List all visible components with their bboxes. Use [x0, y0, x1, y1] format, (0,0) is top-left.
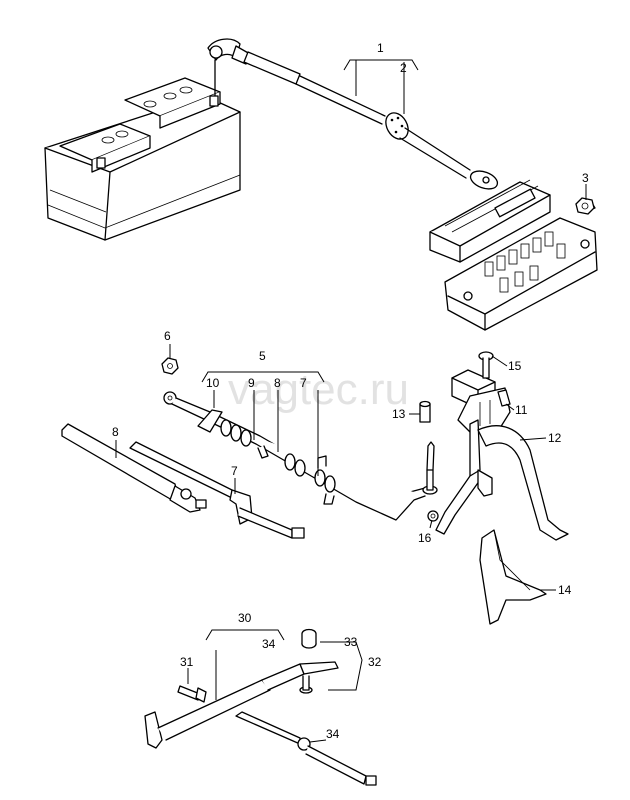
nut: [161, 357, 179, 375]
callout-12: 12: [548, 431, 562, 445]
bolt: [422, 441, 439, 522]
callout-14: 14: [558, 583, 572, 597]
callout-34-upper: 34: [262, 637, 276, 651]
callout-32: 32: [368, 655, 382, 669]
callout-1: 1: [377, 41, 384, 55]
callout-33: 33: [344, 635, 358, 649]
callout-13: 13: [392, 407, 406, 421]
bolt: [177, 685, 207, 703]
callout-8-upper: 8: [274, 376, 281, 390]
nut: [301, 628, 317, 649]
callout-2: 2: [400, 61, 407, 75]
callout-16: 16: [418, 531, 432, 545]
callout-15: 15: [508, 359, 522, 373]
callout-10: 10: [206, 376, 220, 390]
leader-lines: [115, 59, 587, 743]
battery: [44, 77, 241, 241]
bracket: [435, 419, 569, 541]
callout-5: 5: [259, 349, 266, 363]
callout-34: 34: [326, 727, 340, 741]
callout-7: 7: [231, 464, 238, 478]
fuse-box: [429, 179, 598, 331]
callout-30: 30: [238, 611, 252, 625]
relay: [451, 369, 511, 433]
callout-9: 9: [248, 376, 255, 390]
battery-cable: [207, 38, 499, 190]
nut: [575, 197, 595, 215]
cover: [479, 529, 547, 625]
callout-31: 31: [180, 655, 194, 669]
callout-11: 11: [515, 403, 528, 417]
callout-7-upper: 7: [300, 376, 307, 390]
cable-tie: [61, 423, 207, 513]
bolt: [478, 351, 494, 379]
callout-3: 3: [582, 171, 589, 185]
bolt: [299, 675, 313, 694]
callout-6: 6: [164, 329, 171, 343]
callout-labels: 1 2 3 6 5 10 9 8 7 8 7 15 11 13 12 16 14…: [112, 41, 589, 741]
cable-tie: [129, 441, 305, 539]
ground-cable: [144, 661, 339, 749]
cable-tie: [235, 711, 377, 786]
sleeve: [419, 400, 431, 423]
callout-8: 8: [112, 425, 119, 439]
